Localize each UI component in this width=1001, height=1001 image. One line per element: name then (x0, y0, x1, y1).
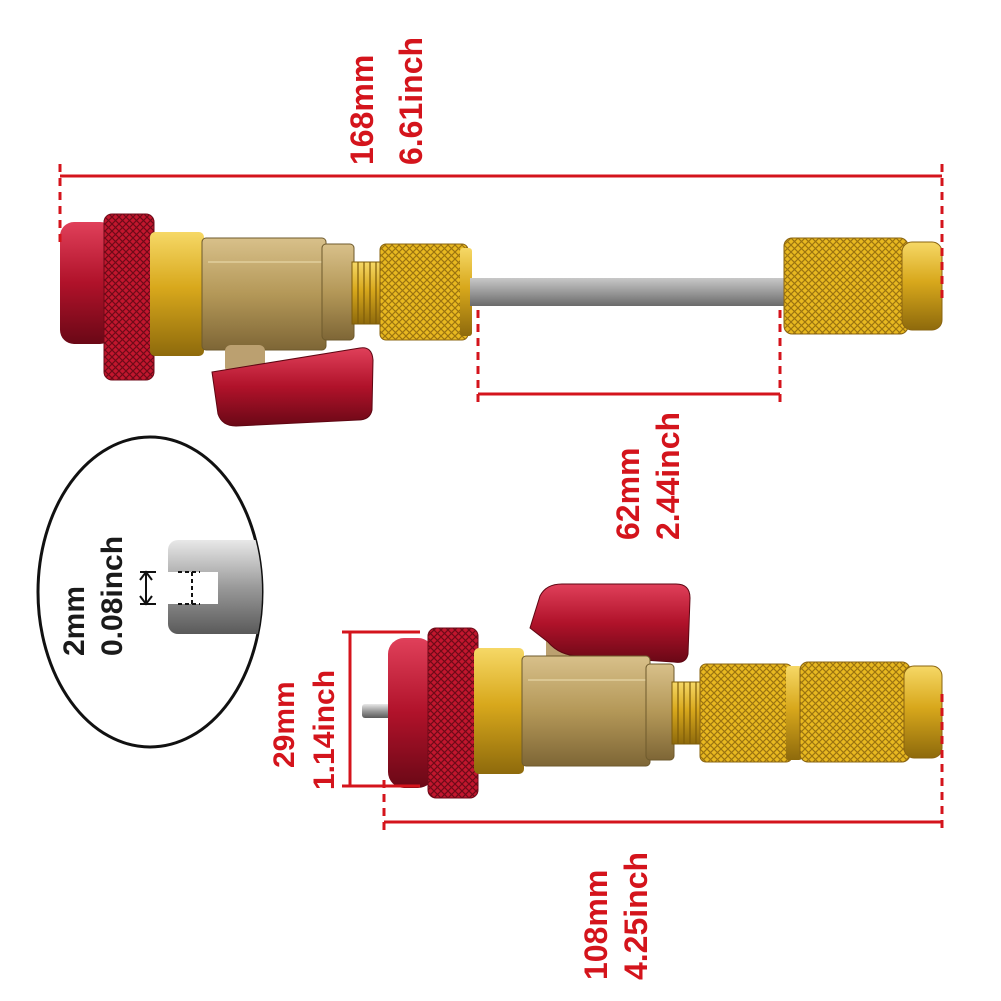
brass-sleeve (150, 232, 204, 356)
gold-knurled-handle (799, 661, 911, 763)
red-coupler-cap (388, 638, 434, 788)
valve-core-tool-compact (362, 583, 943, 799)
compact-length-mm-label: 108mm (578, 869, 614, 980)
compact-length-inch-label: 4.25inch (618, 851, 654, 980)
bronze-hex-body (521, 655, 651, 767)
coupler-diameter-inch-label: 1.14inch (308, 669, 341, 790)
dimension-lines (58, 164, 944, 830)
rod-length-inch-label: 2.44inch (650, 411, 686, 540)
tip-detail-callout (36, 435, 264, 749)
slotted-tip (168, 540, 262, 634)
gold-knurled-nut (699, 663, 793, 763)
core-pin (362, 704, 394, 718)
bronze-hex-body (201, 237, 327, 351)
rod-length-mm-label: 62mm (610, 447, 646, 541)
red-knurled-collar (427, 627, 479, 799)
red-valve-handle (529, 583, 691, 663)
overall-length-mm-label: 168mm (344, 54, 380, 165)
brass-sleeve (474, 648, 524, 774)
tip-width-mm-label: 2mm (58, 585, 91, 656)
steel-rod (470, 278, 790, 306)
overall-length-inch-label: 6.61inch (393, 36, 429, 165)
gold-knurled-nut (379, 243, 469, 341)
coupler-diameter-mm-label: 29mm (268, 681, 301, 768)
gold-knurled-handle (783, 237, 909, 335)
red-valve-handle (211, 347, 374, 427)
tip-width-inch-label: 0.08inch (96, 535, 129, 656)
red-knurled-collar (103, 213, 155, 381)
red-coupler-cap (60, 222, 114, 344)
valve-core-tool-extended (60, 213, 943, 427)
tip-slot (156, 572, 218, 604)
